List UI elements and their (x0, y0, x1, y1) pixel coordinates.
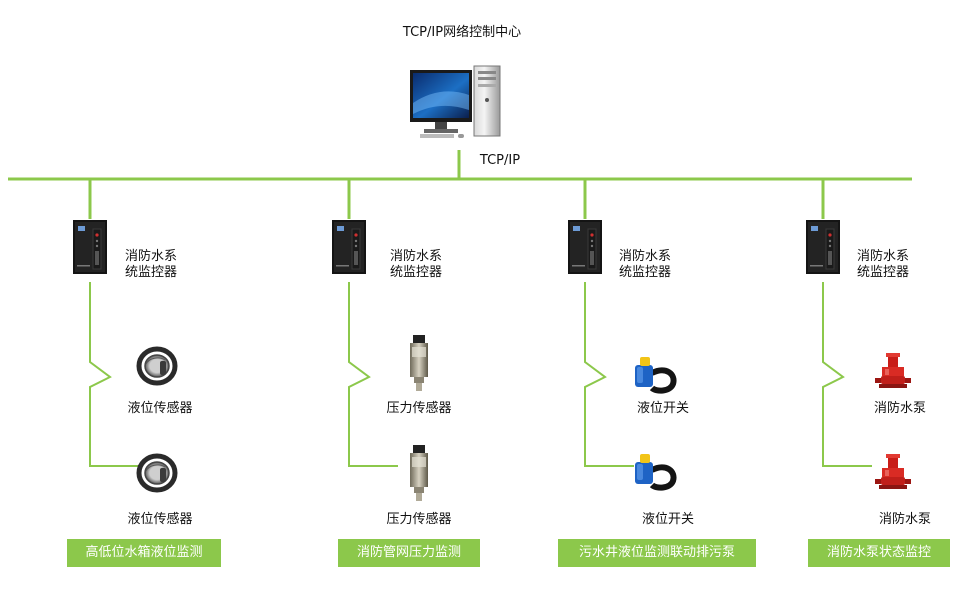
device-label: 液位传感器 (127, 512, 193, 527)
device-label: 消防水泵 (878, 512, 932, 527)
field-wire-4 (822, 282, 872, 467)
device-label: 液位传感器 (127, 401, 193, 416)
device-label: 压力传感器 (386, 512, 452, 527)
tcpip-link-label: TCP/IP (479, 153, 521, 168)
controller-cabinet-icon (331, 219, 367, 275)
float-level-switch-icon (635, 357, 674, 391)
field-wire-1 (89, 282, 140, 467)
controller-label: 消防水系统监控器 (619, 249, 672, 280)
controller-label: 消防水系统监控器 (390, 249, 443, 280)
device-label: 消防水泵 (873, 401, 927, 416)
fire-pump-icon (875, 454, 911, 489)
controller-cabinet-icon (72, 219, 108, 275)
device-label: 压力传感器 (386, 401, 452, 416)
device-label: 液位开关 (636, 401, 690, 416)
controller-label: 消防水系统监控器 (857, 249, 910, 280)
caption-badge: 污水井液位监测联动排污泵 (558, 539, 756, 567)
fire-pump-icon (875, 353, 911, 388)
field-wire-2 (348, 282, 398, 467)
controller-label: 消防水系统监控器 (125, 249, 178, 280)
liquid-level-sensor-icon (139, 349, 175, 383)
pressure-sensor-icon (410, 445, 428, 501)
computer-icon (410, 65, 501, 138)
caption-badge: 高低位水箱液位监测 (67, 539, 221, 567)
controller-cabinet-icon (805, 219, 841, 275)
caption-badge: 消防管网压力监测 (338, 539, 480, 567)
field-wire-3 (584, 282, 634, 467)
pressure-sensor-icon (410, 335, 428, 391)
controller-cabinet-icon (567, 219, 603, 275)
control-center-title: TCP/IP网络控制中心 (402, 25, 522, 40)
device-label: 液位开关 (641, 512, 695, 527)
liquid-level-sensor-icon (139, 456, 175, 490)
float-level-switch-icon (635, 454, 674, 488)
caption-badge: 消防水泵状态监控 (808, 539, 950, 567)
